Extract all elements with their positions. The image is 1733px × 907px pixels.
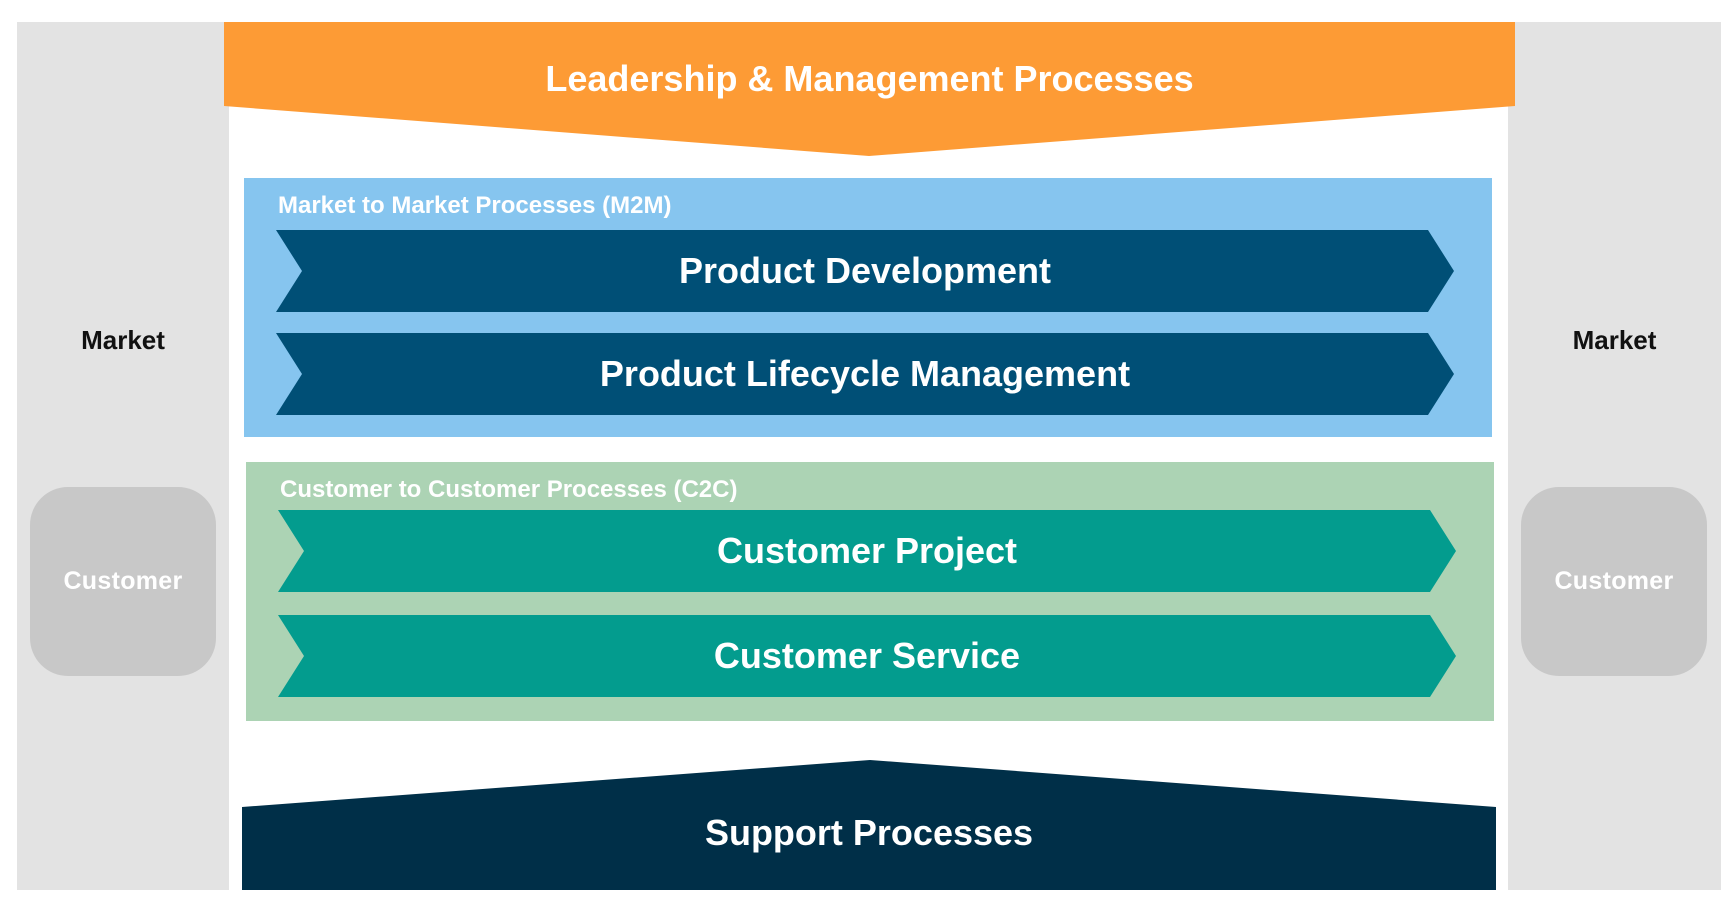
c2c-title: Customer to Customer Processes (C2C) xyxy=(280,476,738,503)
right-market-label: Market xyxy=(1572,325,1657,355)
m2m-title: Market to Market Processes (M2M) xyxy=(278,192,672,219)
chevron-shape xyxy=(278,510,1456,592)
left-market-column: Market Customer xyxy=(17,22,229,890)
chevron-shape xyxy=(276,333,1454,415)
support-title: Support Processes xyxy=(704,812,1034,853)
process-label: Customer Project xyxy=(716,530,1018,571)
chevron-shape xyxy=(276,230,1454,312)
left-customer-label: Customer xyxy=(63,567,183,595)
process-chevron-product-lifecycle-management: Product Lifecycle Management xyxy=(276,333,1454,415)
support-shape xyxy=(242,760,1496,890)
process-label: Customer Service xyxy=(713,635,1021,676)
c2c-panel: Customer to Customer Processes (C2C) Cus… xyxy=(246,462,1494,721)
chevron-shape xyxy=(278,615,1456,697)
right-customer-box: Customer xyxy=(1521,487,1707,676)
left-customer-box: Customer xyxy=(30,487,216,676)
process-chevron-customer-project: Customer Project xyxy=(278,510,1456,592)
process-chevron-product-development: Product Development xyxy=(276,230,1454,312)
process-chevron-customer-service: Customer Service xyxy=(278,615,1456,697)
m2m-panel: Market to Market Processes (M2M) Product… xyxy=(244,178,1492,437)
right-customer-label: Customer xyxy=(1554,567,1674,595)
right-market-column: Market Customer xyxy=(1508,22,1721,890)
leadership-shape xyxy=(224,22,1515,156)
process-label: Product Lifecycle Management xyxy=(599,353,1131,394)
process-label: Product Development xyxy=(678,250,1052,291)
support-banner: Support Processes xyxy=(242,760,1496,890)
leadership-banner: Leadership & Management Processes xyxy=(224,22,1515,156)
leadership-title: Leadership & Management Processes xyxy=(545,58,1194,99)
left-market-label: Market xyxy=(81,325,165,355)
